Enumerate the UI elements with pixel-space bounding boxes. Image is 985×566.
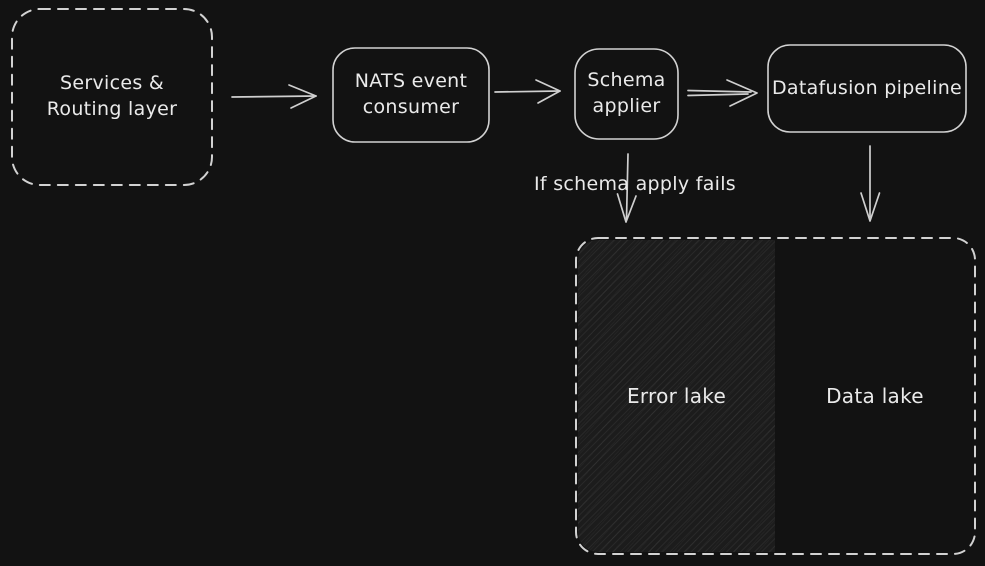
nats-consumer-label: NATS event consumer — [354, 70, 468, 118]
services-routing-label: Services & Routing layer — [46, 72, 178, 120]
schema-applier-label: Schema applier — [587, 69, 666, 117]
arrow-schema-to-datafusion — [687, 79, 758, 107]
services-routing-box[interactable] — [11, 8, 213, 186]
lakes-container-box[interactable] — [575, 237, 976, 555]
error-lake-label: Error lake — [626, 383, 727, 408]
data-lake-label: Data lake — [826, 383, 924, 408]
datafusion-pipeline-label: Datafusion pipeline — [771, 76, 963, 99]
arrow-schema-to-error-lake — [616, 153, 637, 223]
error-lake-hatch-fill — [578, 240, 775, 552]
schema-fail-condition-label: If schema apply fails — [533, 173, 736, 196]
arrow-datafusion-to-data-lake — [860, 145, 881, 222]
schema-applier-box[interactable] — [574, 48, 679, 140]
nats-consumer-box[interactable] — [332, 47, 490, 143]
arrow-nats-to-schema — [494, 79, 561, 104]
datafusion-pipeline-box[interactable] — [767, 44, 967, 133]
arrow-services-to-nats — [231, 84, 317, 109]
